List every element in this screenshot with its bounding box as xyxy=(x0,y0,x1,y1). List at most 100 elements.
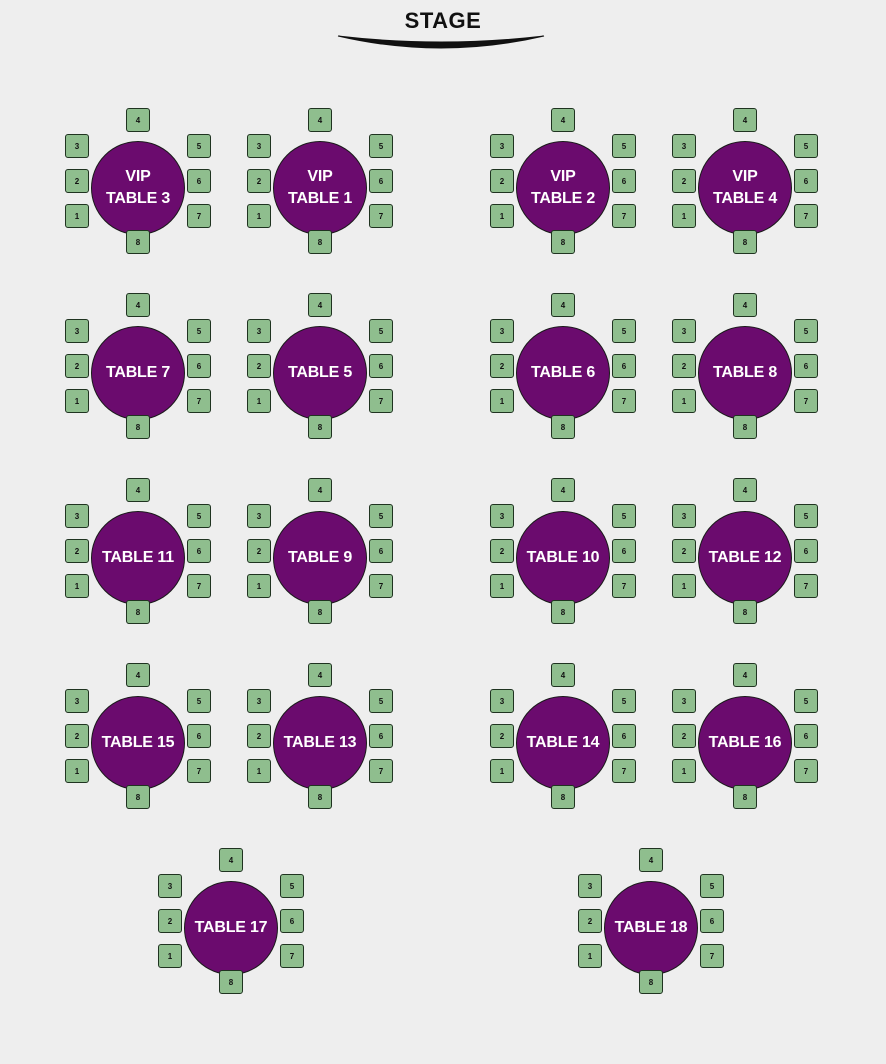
seat-table-6-5[interactable]: 5 xyxy=(612,319,636,343)
seat-table-5-1[interactable]: 1 xyxy=(247,389,271,413)
seat-table-5-4[interactable]: 4 xyxy=(308,293,332,317)
seat-table-11-1[interactable]: 1 xyxy=(65,574,89,598)
table-table-8[interactable]: TABLE 8 xyxy=(698,326,792,420)
seat-table-12-7[interactable]: 7 xyxy=(794,574,818,598)
seat-table-14-2[interactable]: 2 xyxy=(490,724,514,748)
seat-table-18-3[interactable]: 3 xyxy=(578,874,602,898)
seat-table-9-8[interactable]: 8 xyxy=(308,600,332,624)
seat-table-6-2[interactable]: 2 xyxy=(490,354,514,378)
seat-table-8-4[interactable]: 4 xyxy=(733,293,757,317)
seat-table-16-5[interactable]: 5 xyxy=(794,689,818,713)
seat-table-11-2[interactable]: 2 xyxy=(65,539,89,563)
seat-table-15-5[interactable]: 5 xyxy=(187,689,211,713)
seat-table-5-3[interactable]: 3 xyxy=(247,319,271,343)
seat-vip-table-2-1[interactable]: 1 xyxy=(490,204,514,228)
table-vip-table-2[interactable]: VIP TABLE 2 xyxy=(516,141,610,235)
seat-table-18-1[interactable]: 1 xyxy=(578,944,602,968)
seat-table-5-6[interactable]: 6 xyxy=(369,354,393,378)
table-table-14[interactable]: TABLE 14 xyxy=(516,696,610,790)
seat-table-7-6[interactable]: 6 xyxy=(187,354,211,378)
seat-table-14-4[interactable]: 4 xyxy=(551,663,575,687)
seat-vip-table-2-3[interactable]: 3 xyxy=(490,134,514,158)
seat-table-15-3[interactable]: 3 xyxy=(65,689,89,713)
seat-table-8-1[interactable]: 1 xyxy=(672,389,696,413)
seat-table-11-6[interactable]: 6 xyxy=(187,539,211,563)
seat-table-17-6[interactable]: 6 xyxy=(280,909,304,933)
seat-table-14-6[interactable]: 6 xyxy=(612,724,636,748)
seat-table-10-8[interactable]: 8 xyxy=(551,600,575,624)
seat-vip-table-3-2[interactable]: 2 xyxy=(65,169,89,193)
seat-vip-table-2-5[interactable]: 5 xyxy=(612,134,636,158)
seat-table-16-4[interactable]: 4 xyxy=(733,663,757,687)
seat-table-11-8[interactable]: 8 xyxy=(126,600,150,624)
seat-table-14-7[interactable]: 7 xyxy=(612,759,636,783)
seat-vip-table-2-4[interactable]: 4 xyxy=(551,108,575,132)
seat-table-6-3[interactable]: 3 xyxy=(490,319,514,343)
seat-table-15-7[interactable]: 7 xyxy=(187,759,211,783)
seat-table-10-3[interactable]: 3 xyxy=(490,504,514,528)
seat-table-9-1[interactable]: 1 xyxy=(247,574,271,598)
seat-table-8-5[interactable]: 5 xyxy=(794,319,818,343)
seat-table-15-6[interactable]: 6 xyxy=(187,724,211,748)
seat-vip-table-2-7[interactable]: 7 xyxy=(612,204,636,228)
seat-table-16-6[interactable]: 6 xyxy=(794,724,818,748)
seat-table-17-5[interactable]: 5 xyxy=(280,874,304,898)
seat-table-7-7[interactable]: 7 xyxy=(187,389,211,413)
seat-table-8-2[interactable]: 2 xyxy=(672,354,696,378)
seat-vip-table-4-6[interactable]: 6 xyxy=(794,169,818,193)
seat-table-11-3[interactable]: 3 xyxy=(65,504,89,528)
seat-table-11-5[interactable]: 5 xyxy=(187,504,211,528)
seat-table-12-3[interactable]: 3 xyxy=(672,504,696,528)
seat-table-10-6[interactable]: 6 xyxy=(612,539,636,563)
seat-table-6-8[interactable]: 8 xyxy=(551,415,575,439)
seat-table-7-2[interactable]: 2 xyxy=(65,354,89,378)
seat-vip-table-1-3[interactable]: 3 xyxy=(247,134,271,158)
seat-table-7-4[interactable]: 4 xyxy=(126,293,150,317)
seat-table-18-8[interactable]: 8 xyxy=(639,970,663,994)
seat-vip-table-3-5[interactable]: 5 xyxy=(187,134,211,158)
table-table-7[interactable]: TABLE 7 xyxy=(91,326,185,420)
seat-table-13-4[interactable]: 4 xyxy=(308,663,332,687)
seat-table-17-3[interactable]: 3 xyxy=(158,874,182,898)
seat-table-17-4[interactable]: 4 xyxy=(219,848,243,872)
seat-table-17-7[interactable]: 7 xyxy=(280,944,304,968)
seat-table-5-2[interactable]: 2 xyxy=(247,354,271,378)
seat-table-13-1[interactable]: 1 xyxy=(247,759,271,783)
table-table-12[interactable]: TABLE 12 xyxy=(698,511,792,605)
seat-vip-table-3-4[interactable]: 4 xyxy=(126,108,150,132)
seat-table-6-7[interactable]: 7 xyxy=(612,389,636,413)
seat-table-18-4[interactable]: 4 xyxy=(639,848,663,872)
seat-table-10-1[interactable]: 1 xyxy=(490,574,514,598)
seat-table-16-7[interactable]: 7 xyxy=(794,759,818,783)
seat-vip-table-1-4[interactable]: 4 xyxy=(308,108,332,132)
seat-table-13-5[interactable]: 5 xyxy=(369,689,393,713)
table-table-11[interactable]: TABLE 11 xyxy=(91,511,185,605)
seat-table-7-8[interactable]: 8 xyxy=(126,415,150,439)
seat-table-16-8[interactable]: 8 xyxy=(733,785,757,809)
seat-vip-table-4-3[interactable]: 3 xyxy=(672,134,696,158)
seat-table-11-7[interactable]: 7 xyxy=(187,574,211,598)
table-table-18[interactable]: TABLE 18 xyxy=(604,881,698,975)
table-table-16[interactable]: TABLE 16 xyxy=(698,696,792,790)
seat-vip-table-2-6[interactable]: 6 xyxy=(612,169,636,193)
seat-table-17-2[interactable]: 2 xyxy=(158,909,182,933)
seat-table-14-1[interactable]: 1 xyxy=(490,759,514,783)
seat-table-14-8[interactable]: 8 xyxy=(551,785,575,809)
seat-table-7-3[interactable]: 3 xyxy=(65,319,89,343)
seat-vip-table-3-8[interactable]: 8 xyxy=(126,230,150,254)
seat-table-8-8[interactable]: 8 xyxy=(733,415,757,439)
seat-table-15-1[interactable]: 1 xyxy=(65,759,89,783)
table-table-5[interactable]: TABLE 5 xyxy=(273,326,367,420)
seat-table-15-8[interactable]: 8 xyxy=(126,785,150,809)
seat-table-15-2[interactable]: 2 xyxy=(65,724,89,748)
seat-table-5-8[interactable]: 8 xyxy=(308,415,332,439)
seat-table-11-4[interactable]: 4 xyxy=(126,478,150,502)
seat-table-10-4[interactable]: 4 xyxy=(551,478,575,502)
seat-table-16-1[interactable]: 1 xyxy=(672,759,696,783)
table-table-17[interactable]: TABLE 17 xyxy=(184,881,278,975)
seat-table-13-2[interactable]: 2 xyxy=(247,724,271,748)
seat-table-17-8[interactable]: 8 xyxy=(219,970,243,994)
seat-table-7-5[interactable]: 5 xyxy=(187,319,211,343)
seat-table-12-2[interactable]: 2 xyxy=(672,539,696,563)
seat-vip-table-1-6[interactable]: 6 xyxy=(369,169,393,193)
